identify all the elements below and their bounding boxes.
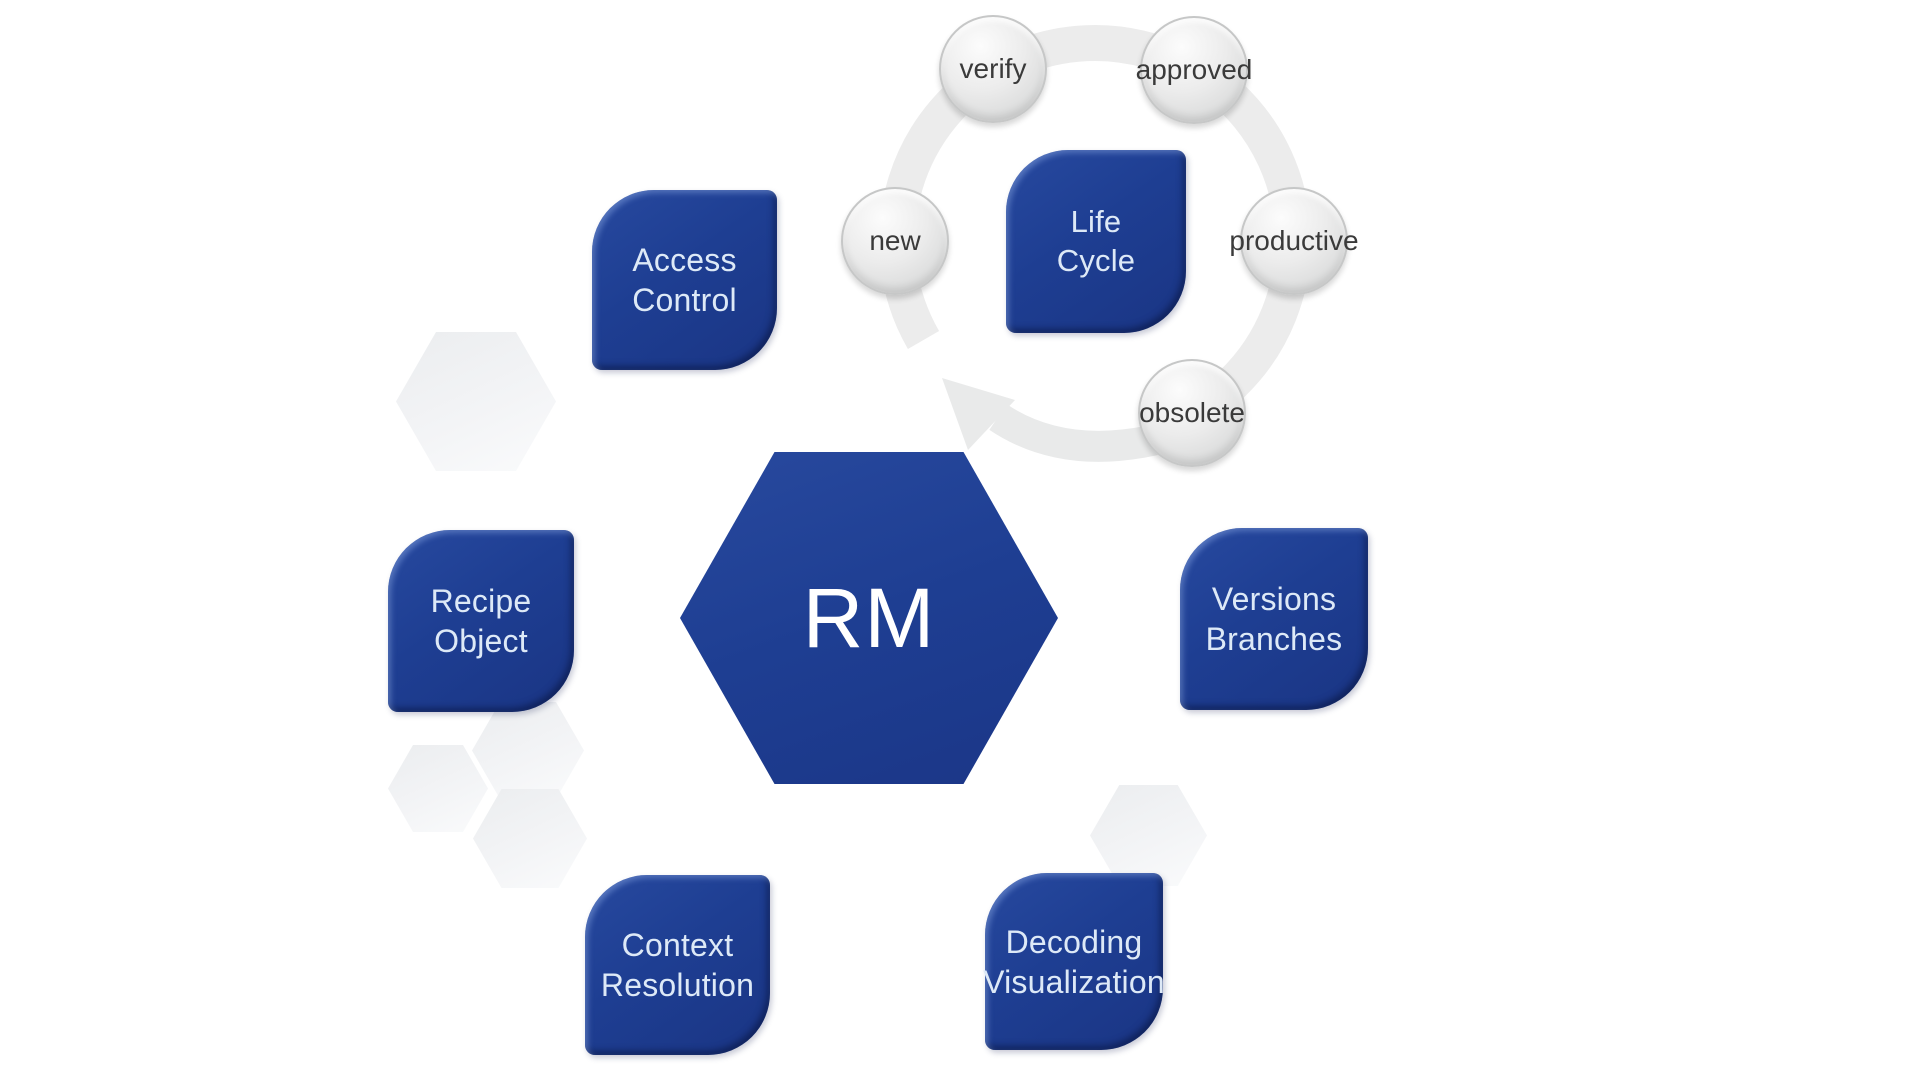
module-label: Life Cycle: [1056, 203, 1136, 278]
stage-label: productive: [1229, 225, 1359, 256]
module-label: Recipe Object: [430, 583, 532, 659]
lifecycle-arrow-head: [942, 378, 1015, 450]
module-label: Decoding Visualization: [983, 923, 1165, 1000]
stage-new: new: [841, 187, 949, 295]
stage-label: approved: [1135, 54, 1253, 85]
lifecycle-arrow-tail: [989, 403, 1167, 462]
stage-verify: verify: [939, 15, 1047, 123]
stage-productive: productive: [1229, 187, 1359, 295]
stage-label: verify: [959, 53, 1027, 84]
module-label: Access Control: [632, 242, 737, 318]
module-life-cycle: Life Cycle: [1006, 150, 1186, 333]
center-node-label: RM: [802, 570, 936, 665]
module-label: Versions Branches: [1205, 581, 1343, 657]
decor-hexagon: [472, 702, 584, 799]
module-recipe-object: Recipe Object: [388, 530, 574, 712]
stage-obsolete: obsolete: [1138, 359, 1246, 467]
module-label: Context Resolution: [600, 927, 755, 1003]
stage-approved: approved: [1136, 16, 1252, 124]
decor-hexagon: [473, 789, 587, 888]
module-decoding-visualization: Decoding Visualization: [983, 873, 1165, 1050]
stage-label: new: [869, 225, 921, 256]
module-context-resolution: Context Resolution: [585, 875, 770, 1055]
module-access-control: Access Control: [592, 190, 777, 370]
module-versions-branches: Versions Branches: [1180, 528, 1368, 710]
stage-label: obsolete: [1139, 397, 1245, 428]
